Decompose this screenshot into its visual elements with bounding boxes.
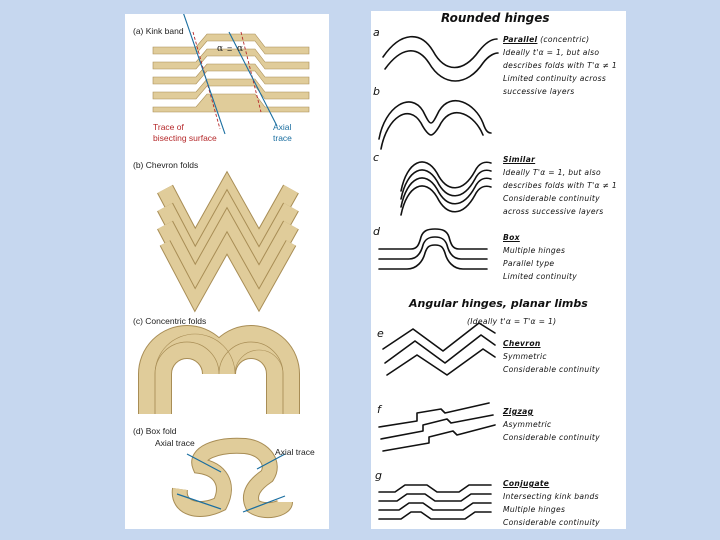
fold-types-figure-panel: (a) Kink band α = α Trace of bisecting s…: [125, 14, 329, 529]
item-a-line-1: Ideally t'α = 1, but also: [503, 48, 600, 57]
sketch-f-zigzag: [378, 402, 496, 452]
item-g-letter: g: [375, 469, 382, 482]
axial-trace-line-left: [183, 14, 226, 135]
item-g-line-1: Intersecting kink bands: [503, 492, 599, 501]
item-c-head: Similar: [503, 155, 536, 164]
item-g-heading: Conjugate: [503, 479, 549, 488]
item-f-letter: f: [377, 403, 381, 416]
chevron-folds-diagram: [157, 170, 299, 313]
box-axial-trace-right-label: Axial trace: [275, 447, 315, 457]
item-c-letter: c: [373, 151, 380, 164]
item-c-line-2: describes folds with T'α ≠ 1: [503, 181, 618, 190]
chevron-folds-caption: (b) Chevron folds: [133, 160, 199, 170]
item-d-line-3: Limited continuity: [503, 272, 578, 281]
bisecting-surface-trace-right: [240, 31, 262, 113]
item-a-line-4: successive layers: [503, 87, 575, 96]
item-g-line-3: Considerable continuity: [503, 518, 600, 527]
box-axial-trace-left-label: Axial trace: [155, 438, 195, 448]
fold-classification-sketches: [378, 35, 499, 520]
item-c-line-4: across successive layers: [503, 207, 604, 216]
item-a-line-2: describes folds with T'α ≠ 1: [503, 61, 618, 70]
trace-label-line2: bisecting surface: [153, 133, 217, 143]
axial-label-line1: Axial: [273, 122, 292, 132]
item-d-line-1: Multiple hinges: [503, 246, 566, 255]
item-e-letter: e: [377, 327, 384, 340]
trace-label-line1: Trace of: [153, 122, 184, 132]
alpha-equals-label: =: [227, 44, 233, 54]
item-a-letter: a: [373, 26, 380, 39]
item-e-line-1: Symmetric: [503, 352, 547, 361]
axial-label-line2: trace: [273, 133, 292, 143]
fold-illustrations: [138, 14, 310, 519]
alpha-right-label: α: [237, 44, 244, 54]
fold-classification-panel: Rounded hinges Angular hinges, planar li…: [371, 11, 626, 529]
item-f-head: Zigzag: [503, 407, 534, 416]
angular-hinges-title: Angular hinges, planar limbs: [409, 297, 588, 310]
item-f-line-1: Asymmetric: [503, 420, 552, 429]
item-f-line-2: Considerable continuity: [503, 433, 600, 442]
sketch-e-chevron: [382, 322, 496, 376]
item-a-heading: Parallel (concentric): [503, 35, 589, 44]
box-fold-caption: (d) Box fold: [133, 426, 177, 436]
item-c-line-3: Considerable continuity: [503, 194, 600, 203]
item-c-line-1: Ideally T'α = 1, but also: [503, 168, 601, 177]
box-axial-trace-left-lower: [176, 493, 222, 510]
kink-band-caption: (a) Kink band: [133, 26, 184, 36]
box-axial-trace-right-upper: [256, 453, 286, 470]
box-fold-diagram: [171, 437, 293, 519]
rounded-hinges-title: Rounded hinges: [441, 11, 550, 25]
box-axial-trace-left-upper: [186, 453, 222, 473]
item-a-line-3: Limited continuity across: [503, 74, 607, 83]
concentric-folds-caption: (c) Concentric folds: [133, 316, 207, 326]
kink-band-traces: [183, 14, 278, 135]
sketch-b-parallel-round: [378, 99, 492, 150]
alpha-left-label: α: [217, 44, 224, 54]
axial-trace-line-right: [228, 31, 278, 127]
item-g-head: Conjugate: [503, 479, 550, 488]
item-d-line-2: Parallel type: [503, 259, 555, 268]
item-a-head: Parallel: [503, 35, 538, 44]
kink-band-diagram: [152, 33, 310, 113]
item-f-heading: Zigzag: [503, 407, 533, 416]
item-d-letter: d: [373, 225, 380, 238]
angular-hinges-note: (Ideally t'α = T'α = 1): [467, 317, 557, 326]
item-b-letter: b: [373, 85, 380, 98]
sketch-g-conjugate: [378, 484, 492, 520]
item-a-head-suffix: (concentric): [537, 35, 590, 44]
sketch-a-parallel: [382, 35, 499, 82]
item-g-line-2: Multiple hinges: [503, 505, 566, 514]
item-d-head: Box: [503, 233, 520, 242]
sketch-c-similar: [400, 161, 492, 216]
item-d-heading: Box: [503, 233, 520, 242]
item-c-heading: Similar: [503, 155, 535, 164]
item-e-head: Chevron: [503, 339, 541, 348]
item-e-line-2: Considerable continuity: [503, 365, 600, 374]
sketch-d-box: [378, 228, 488, 270]
box-axial-trace-right-lower: [242, 495, 286, 513]
concentric-folds-diagram: [138, 325, 300, 414]
item-e-heading: Chevron: [503, 339, 541, 348]
